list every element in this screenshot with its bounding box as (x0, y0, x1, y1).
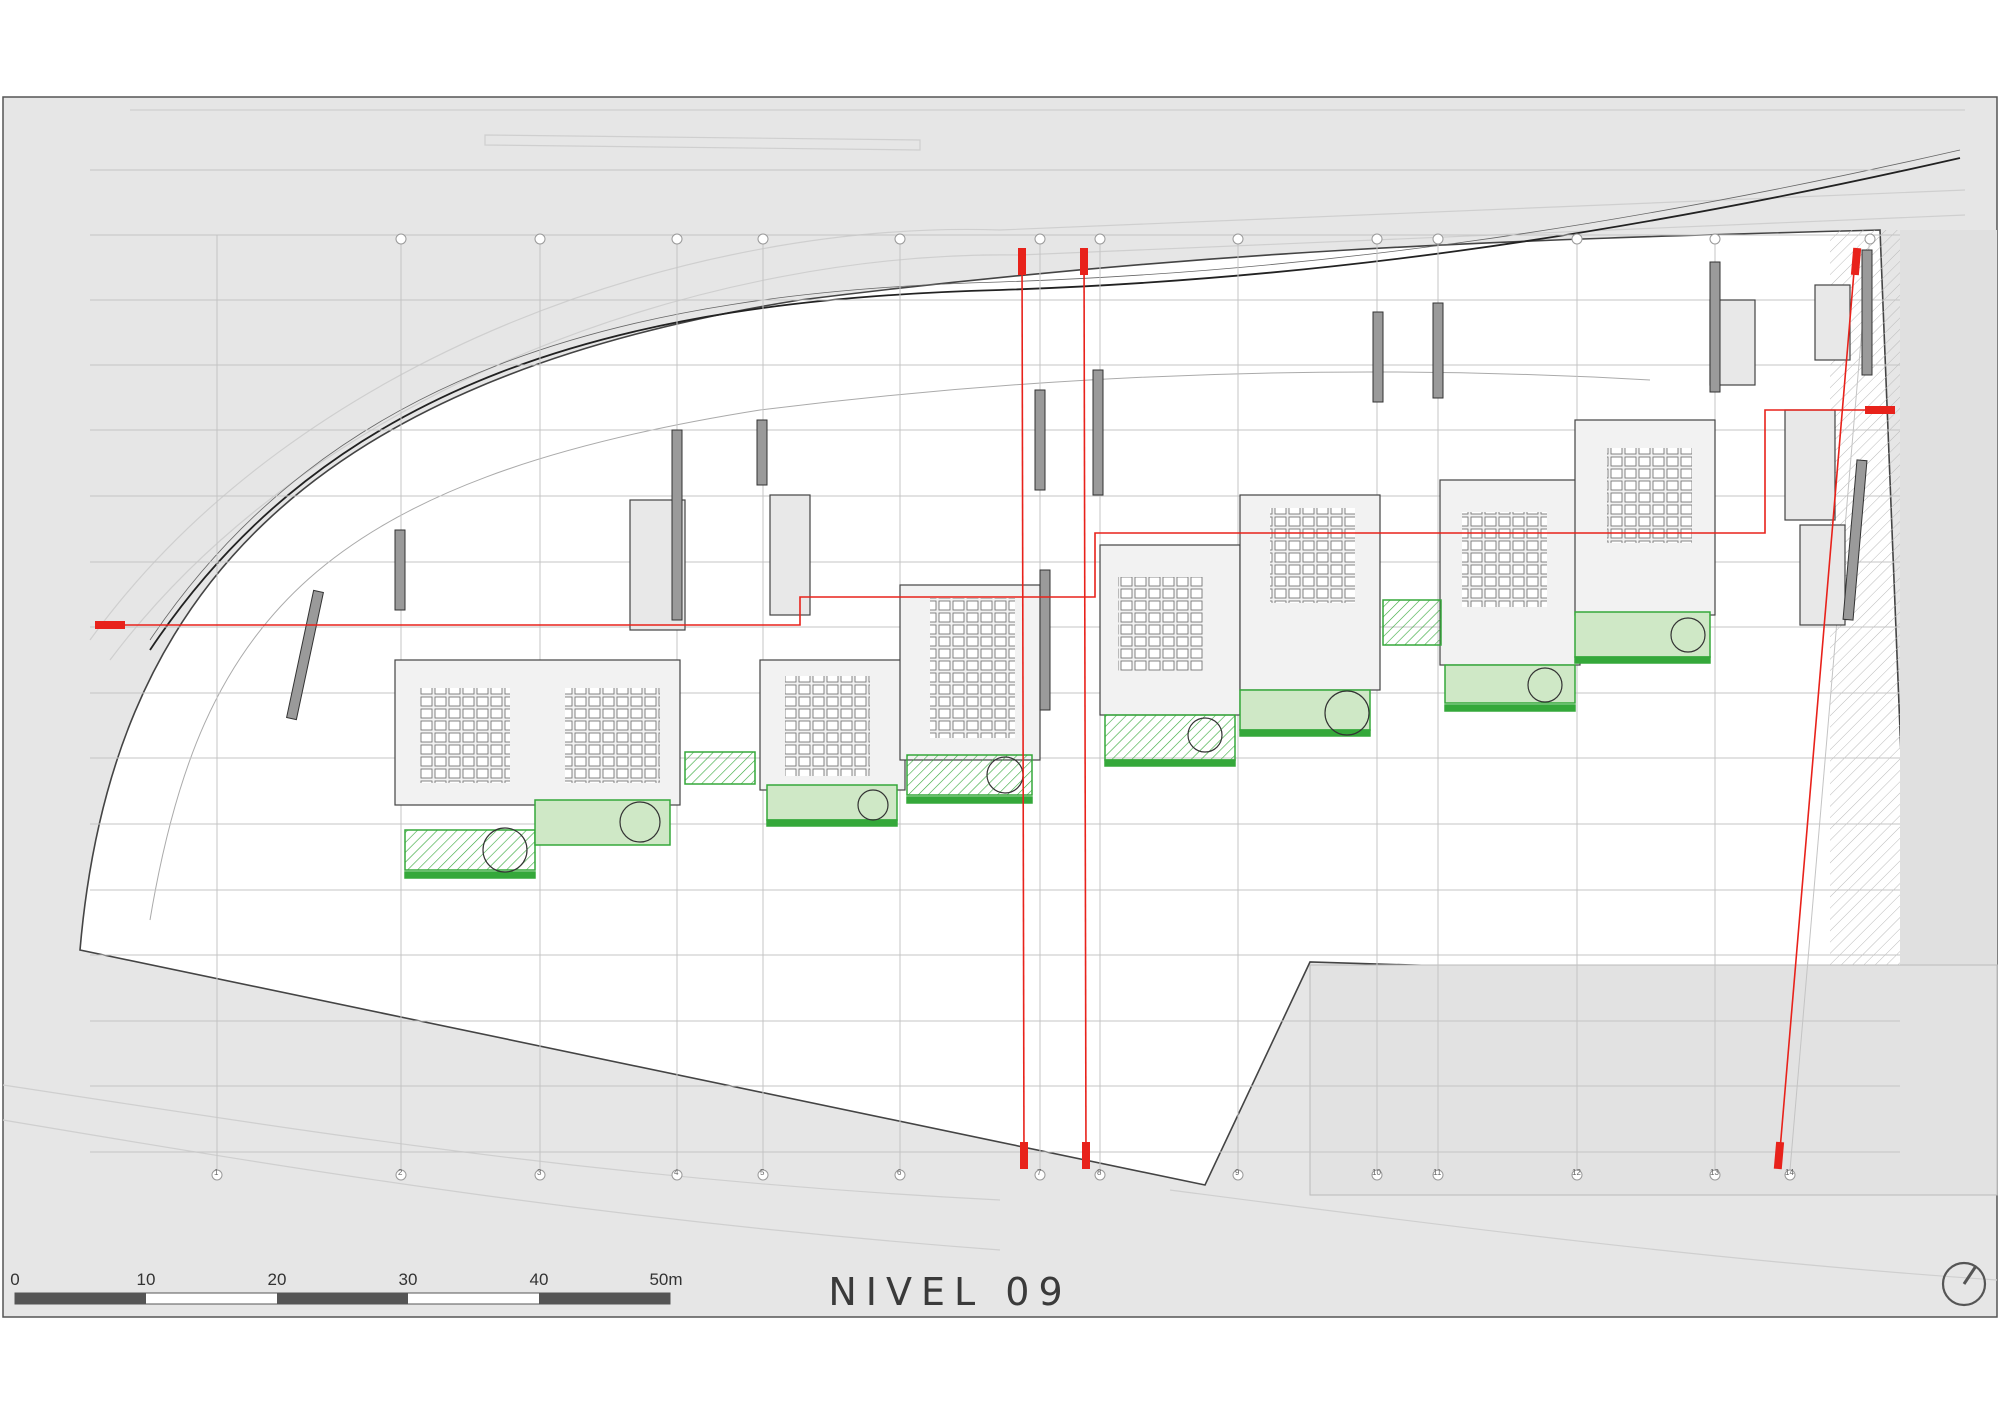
trees (482, 617, 1706, 873)
tree-icon (619, 801, 661, 843)
grid-label: 3 (537, 1168, 542, 1177)
tree-icon (1670, 617, 1706, 653)
grid-label: 4 (674, 1168, 679, 1177)
grid-label: 14 (1785, 1168, 1794, 1177)
grid-label: 2 (398, 1168, 403, 1177)
grid-label: 9 (1235, 1168, 1240, 1177)
scale-label-50m: 50m (649, 1270, 683, 1289)
grid-label: 13 (1710, 1168, 1719, 1177)
scale-label-0: 0 (10, 1270, 20, 1289)
wall-fins (286, 249, 1873, 721)
section-lines (95, 247, 1895, 1170)
north-arrow-icon (1941, 1261, 1987, 1307)
grid-label: 6 (897, 1168, 902, 1177)
grid-bubbles (211, 233, 1876, 1181)
grid-label: 7 (1037, 1168, 1042, 1177)
lower-block (1309, 964, 1998, 1196)
tree-icon (1324, 690, 1370, 736)
site-context (2, 109, 1998, 1281)
scale-label-20: 20 (267, 1270, 287, 1289)
tree-icon (1527, 667, 1563, 703)
scale-bar (14, 1292, 671, 1305)
grid-label: 8 (1097, 1168, 1102, 1177)
upper-curve-inner (149, 149, 1961, 641)
grid-label: 12 (1572, 1168, 1581, 1177)
gardens (404, 599, 1711, 879)
hatched-edge (1900, 230, 1997, 980)
grid-label: 1 (214, 1168, 219, 1177)
inner-terrace-edge (149, 371, 1651, 921)
upper-curve (149, 157, 1961, 651)
grid-label: 11 (1433, 1168, 1442, 1177)
tree-icon (857, 789, 889, 821)
grid-label-row: 1 2 3 4 5 6 7 8 9 10 11 12 13 14 (0, 1168, 2000, 1184)
tree-icon (1187, 717, 1223, 753)
scale-label-10: 10 (136, 1270, 156, 1289)
drawing-title: NIVEL 09 (828, 1270, 1072, 1314)
grid-label: 10 (1372, 1168, 1381, 1177)
scale-label-40: 40 (529, 1270, 549, 1289)
grid-label: 5 (760, 1168, 765, 1177)
classroom-blocks (394, 419, 1716, 806)
scale-label-30: 30 (398, 1270, 418, 1289)
tree-icon (482, 827, 528, 873)
